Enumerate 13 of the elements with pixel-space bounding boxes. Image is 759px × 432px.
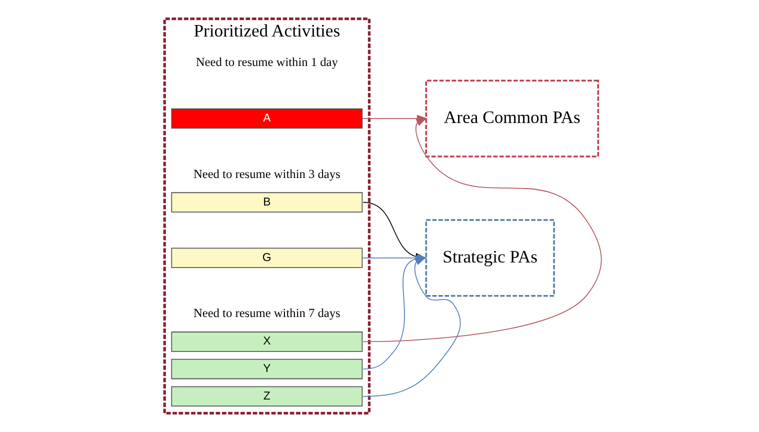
label: Need to resume within 3 days (193, 166, 340, 181)
arrow (362, 257, 461, 397)
node-box: Area Common PAs (425, 80, 600, 158)
label: Need to resume within 1 day (196, 54, 338, 69)
node-box: Y (171, 358, 363, 380)
label: Need to resume within 7 days (193, 306, 340, 320)
node-box: A (171, 108, 363, 129)
node-box: G (171, 248, 363, 268)
node-box: Strategic PAs (425, 219, 555, 297)
node-box: Z (171, 386, 363, 407)
node-box: B (171, 192, 363, 212)
node-box: X (171, 332, 363, 352)
arrow (362, 118, 602, 342)
